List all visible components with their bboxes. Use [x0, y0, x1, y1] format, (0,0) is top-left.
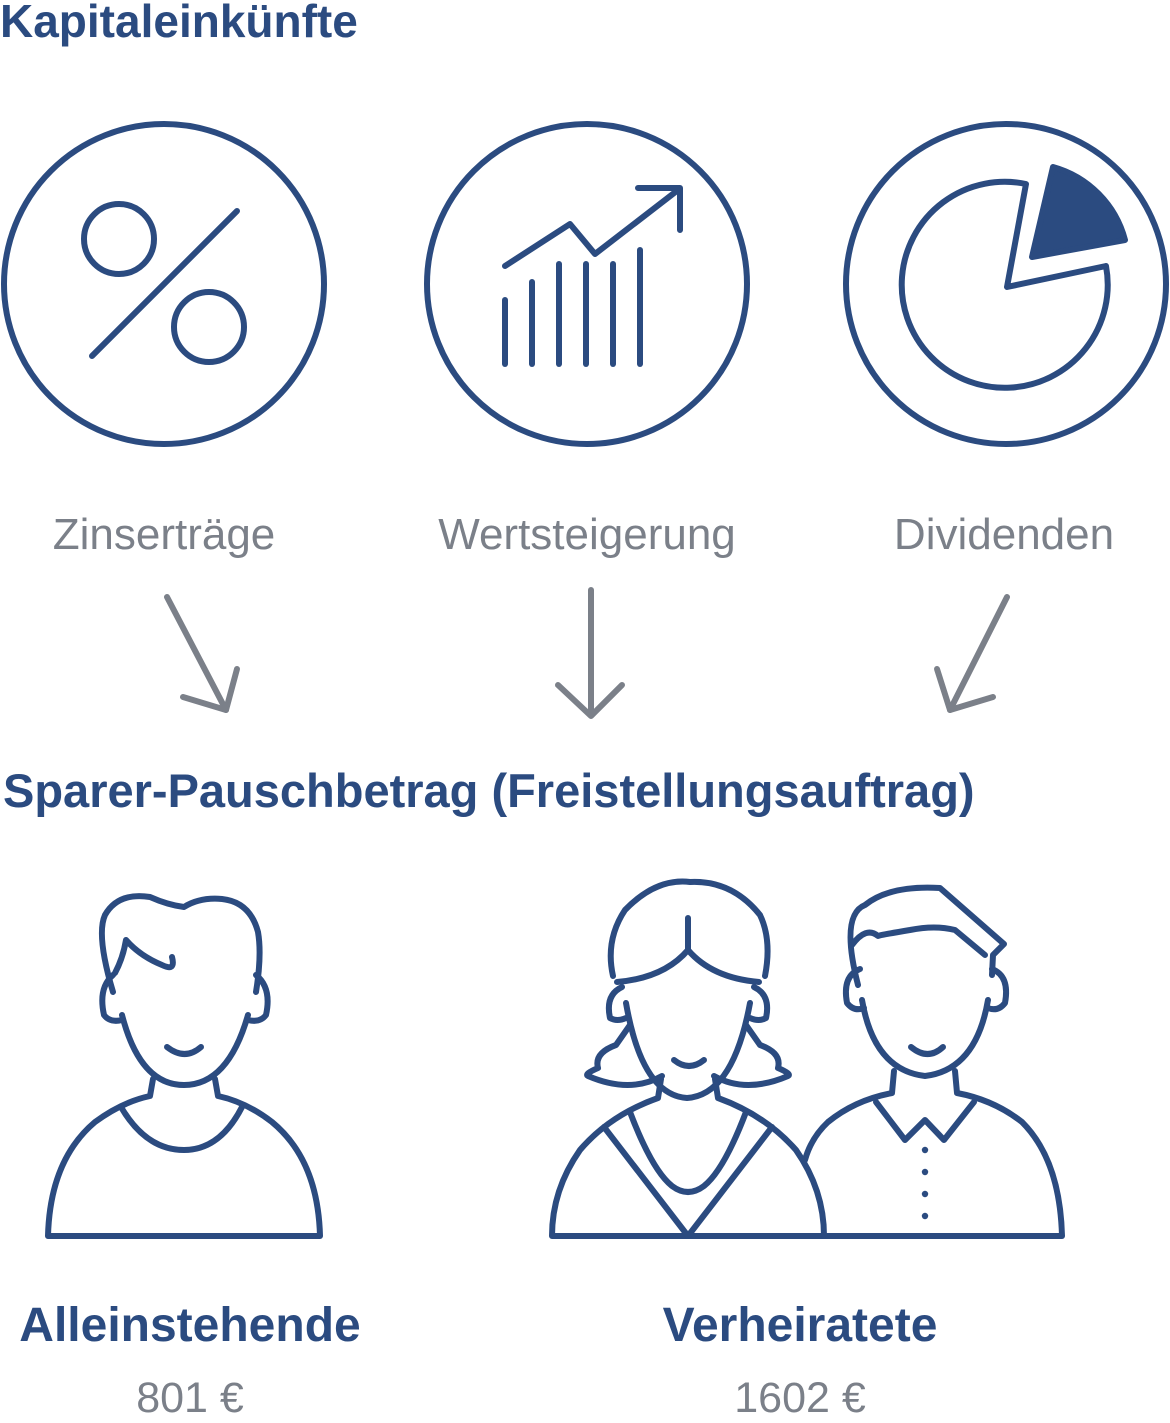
group-amount-married: 1602 €: [734, 1374, 866, 1422]
growth-chart-icon: [424, 121, 750, 447]
group-label-married: Verheiratete: [662, 1299, 938, 1352]
couple-icon: [549, 878, 1065, 1239]
income-label-dividends: Dividenden: [893, 510, 1115, 559]
group-label-single: Alleinstehende: [19, 1299, 361, 1352]
arrow-down-right-icon: [164, 594, 240, 713]
allowance-title: Sparer-Pauschbetrag (Freistellungsauftra…: [3, 764, 975, 817]
single-person-icon: [45, 893, 323, 1239]
arrow-down-icon: [555, 587, 625, 719]
income-label-interest: Zinserträge: [52, 510, 276, 559]
pie-chart-icon: [843, 121, 1169, 447]
arrow-down-left-icon: [934, 594, 1010, 713]
group-amount-single: 801 €: [136, 1374, 244, 1422]
page-title: Kapitaleinkünfte: [0, 0, 358, 47]
income-label-appreciation: Wertsteigerung: [438, 510, 736, 559]
percent-icon: [1, 121, 327, 447]
